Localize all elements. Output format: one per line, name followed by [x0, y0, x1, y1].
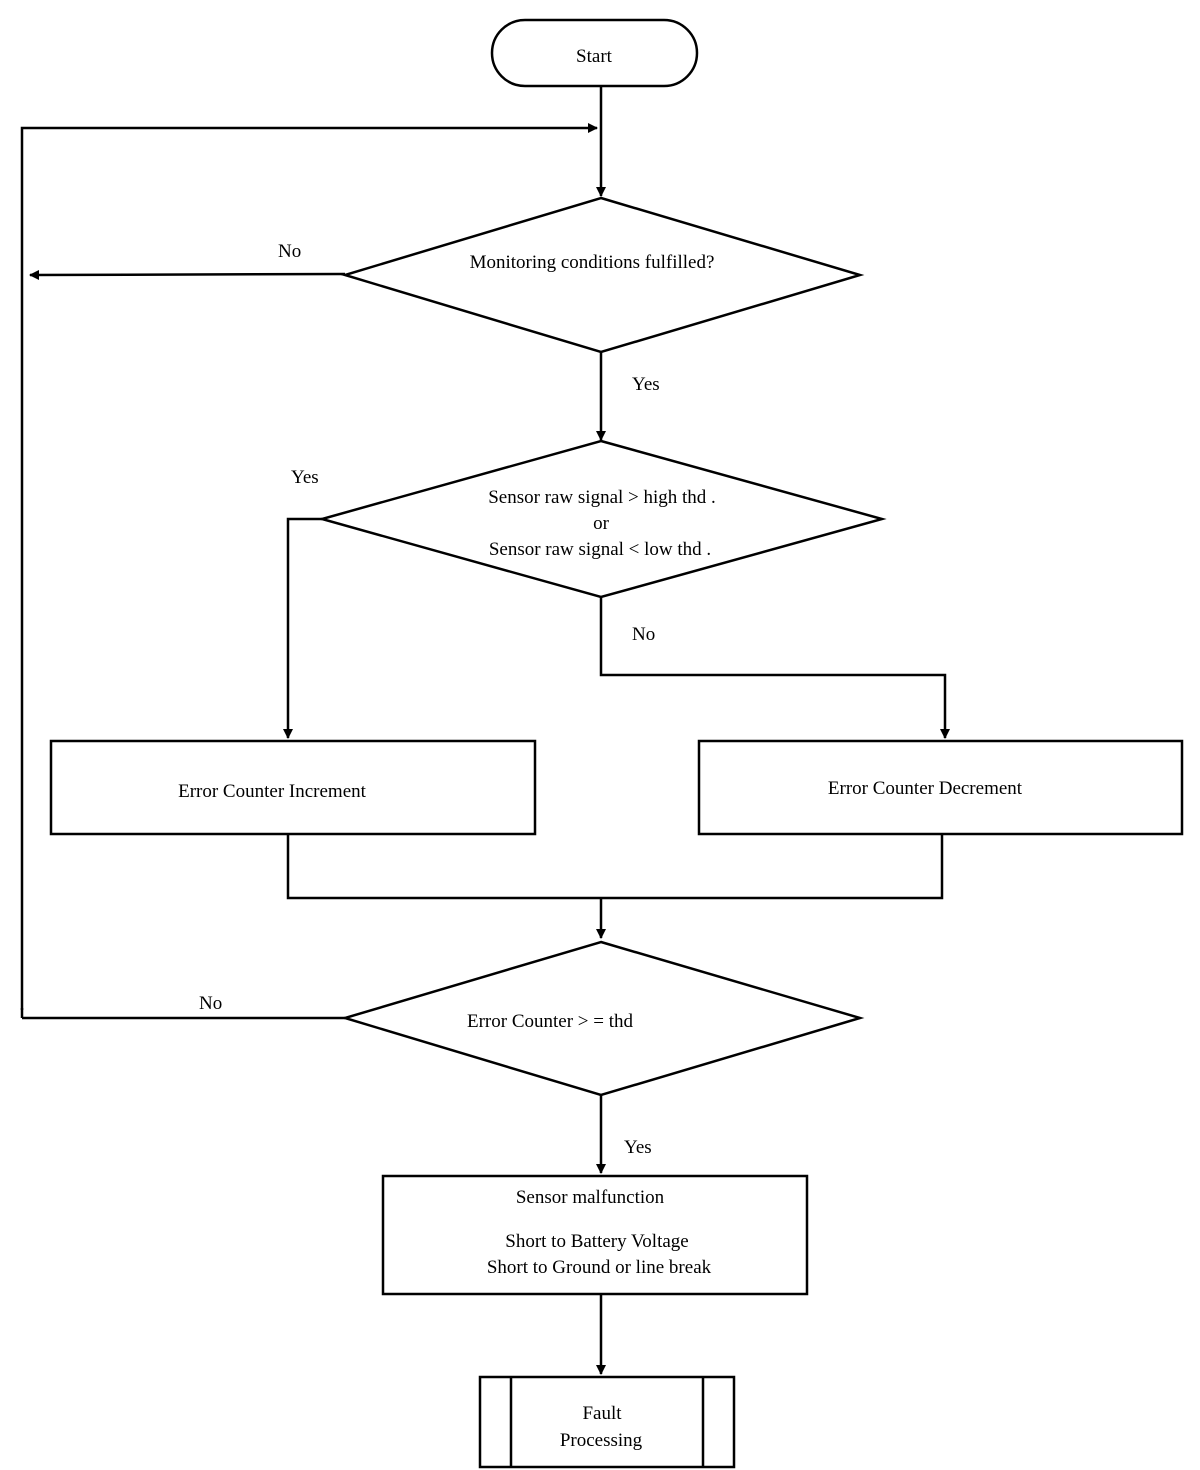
monitoring-no-label: No: [278, 241, 301, 262]
fault-processing-box: Fault Processing: [478, 1375, 736, 1469]
fault-label-line1: Fault: [582, 1403, 622, 1424]
malfunction-title: Sensor malfunction: [516, 1187, 665, 1208]
edge-monitoring-no: [29, 269, 346, 280]
edge-signal-yes: [283, 517, 322, 739]
counter-threshold-decision: Error Counter > = thd: [340, 940, 865, 1097]
monitoring-yes-label: Yes: [632, 374, 660, 395]
signal-yes-label: Yes: [291, 467, 319, 488]
counter-no-label: No: [199, 993, 222, 1014]
error-counter-increment-box: Error Counter Increment: [49, 739, 537, 836]
increment-label: Error Counter Increment: [178, 781, 367, 802]
counter-label: Error Counter > = thd: [467, 1011, 634, 1032]
fault-label-line2: Processing: [560, 1430, 643, 1451]
signal-threshold-decision: Sensor raw signal > high thd . or Sensor…: [317, 439, 887, 599]
monitoring-decision: Monitoring conditions fulfilled?: [340, 196, 865, 354]
start-label: Start: [576, 46, 613, 67]
signal-label-line2: or: [593, 513, 610, 534]
monitoring-label: Monitoring conditions fulfilled?: [470, 252, 715, 273]
edge-merge: [286, 834, 944, 900]
decrement-label: Error Counter Decrement: [828, 778, 1023, 799]
edge-signal-no: [599, 596, 950, 739]
malfunction-line2: Short to Ground or line break: [487, 1257, 712, 1278]
malfunction-line1: Short to Battery Voltage: [505, 1231, 688, 1252]
start-terminal: Start: [490, 18, 699, 88]
sensor-malfunction-box: Sensor malfunction Short to Battery Volt…: [381, 1174, 809, 1296]
signal-no-label: No: [632, 624, 655, 645]
connectors: [20, 86, 950, 1375]
counter-yes-label: Yes: [624, 1137, 652, 1158]
signal-label-line1: Sensor raw signal > high thd .: [488, 487, 716, 508]
error-counter-decrement-box: Error Counter Decrement: [697, 739, 1184, 836]
signal-label-line3: Sensor raw signal < low thd .: [489, 539, 711, 560]
edge-labels: No Yes Yes No No Yes: [199, 241, 660, 1158]
edge-loop-return: [20, 123, 598, 1010]
